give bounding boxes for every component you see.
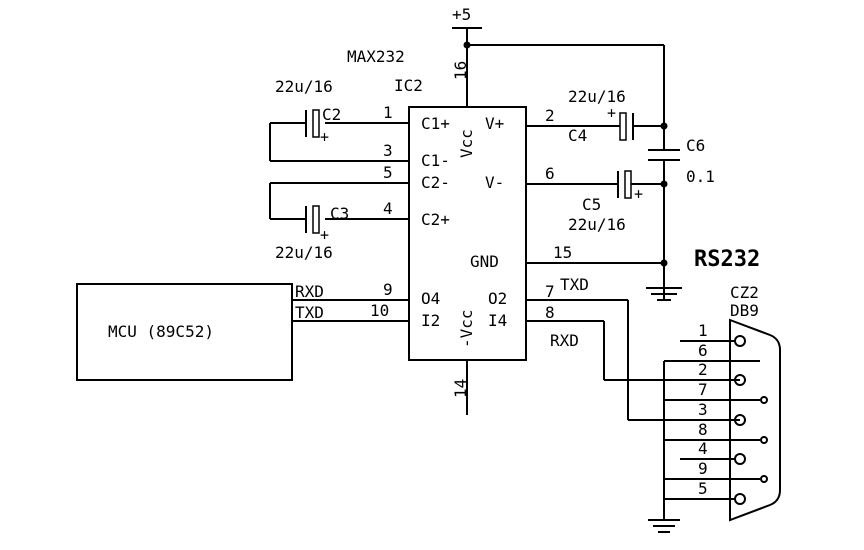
svg-text:3: 3	[698, 400, 708, 419]
pin-7-number: 7	[545, 282, 555, 301]
c4-ref: C4	[568, 126, 587, 145]
capacitor-c3: C3 + 22u/16	[269, 183, 349, 262]
supply-label: +5	[452, 5, 471, 24]
db9-pin-7: 7	[664, 380, 768, 404]
pin-name-vminus: V-	[485, 173, 504, 192]
pin-name-c2minus: C2-	[421, 173, 450, 192]
serial-routing: TXD RXD	[550, 275, 740, 421]
pin-16-number: 16	[451, 61, 470, 80]
pin-2-number: 2	[545, 106, 555, 125]
svg-text:9: 9	[698, 459, 708, 478]
db9-pin-4: 4	[680, 439, 746, 465]
ground-symbol-ic	[646, 259, 682, 301]
capacitor-c4: + 22u/16 C4	[568, 87, 668, 145]
pin-name-gnd: GND	[470, 252, 499, 271]
connector-type: DB9	[730, 301, 759, 320]
c6-value: 0.1	[686, 167, 715, 186]
max232-ic: MAX232 IC2 16 Vcc -Vcc 14 C1+ C1- C2- C2…	[347, 47, 527, 415]
svg-text:6: 6	[698, 341, 708, 360]
c5-plus: +	[634, 185, 643, 203]
c2-ref: C2	[322, 105, 341, 124]
right-pin-wires: 2 6 15 7 8	[526, 106, 664, 322]
txd-signal-label: TXD	[560, 275, 589, 294]
rs232-title: RS232	[694, 247, 760, 272]
c4-value: 22u/16	[568, 87, 626, 106]
gnd-pin-name: -Vcc	[457, 309, 476, 348]
vcc-pin-name: Vcc	[457, 129, 476, 158]
c6-ref: C6	[686, 136, 705, 155]
pin-name-c1minus: C1-	[421, 151, 450, 170]
svg-text:1: 1	[698, 321, 708, 340]
c5-value: 22u/16	[568, 215, 626, 234]
c3-plus: +	[320, 226, 329, 244]
mcu-block: MCU (89C52) RXD TXD	[76, 282, 324, 381]
mcu-txd-label: TXD	[295, 303, 324, 322]
pin-name-vplus: V+	[485, 114, 504, 133]
db9-pin-5: 5	[664, 479, 746, 505]
pin-10-number: 10	[370, 301, 389, 320]
db9-pin-1: 1	[680, 321, 746, 347]
mcu-rxd-label: RXD	[295, 282, 324, 301]
pin-name-o2: O2	[488, 289, 507, 308]
db9-pin-6: 6	[664, 341, 760, 362]
c5-ref: C5	[582, 195, 601, 214]
capacitor-c6: C6 0.1	[648, 136, 715, 300]
pin-14-number: 14	[451, 379, 470, 398]
pin-6-number: 6	[545, 164, 555, 183]
c2-value: 22u/16	[275, 77, 333, 96]
pin-name-i4: I4	[488, 311, 507, 330]
c4-plus: +	[607, 104, 616, 122]
db9-pin-9: 9	[664, 459, 768, 483]
pin-3-number: 3	[383, 141, 393, 160]
rxd-signal-label: RXD	[550, 331, 579, 350]
c3-value: 22u/16	[275, 243, 333, 262]
pin-name-i2: I2	[421, 311, 440, 330]
pin-5-number: 5	[383, 163, 393, 182]
svg-text:2: 2	[698, 360, 708, 379]
pin-9-number: 9	[383, 280, 393, 299]
supply-5v: +5	[452, 5, 665, 150]
mcu-label: MCU (89C52)	[108, 322, 214, 341]
pin-name-o4: O4	[421, 289, 440, 308]
pin-4-number: 4	[383, 199, 393, 218]
svg-text:5: 5	[698, 479, 708, 498]
c2-plus: +	[320, 128, 329, 146]
pin-8-number: 8	[545, 303, 555, 322]
pin-name-c1plus: C1+	[421, 114, 450, 133]
svg-text:4: 4	[698, 439, 708, 458]
pin-15-number: 15	[553, 243, 572, 262]
mcu-box	[76, 283, 293, 381]
c3-ref: C3	[330, 204, 349, 223]
db9-shell	[729, 318, 781, 522]
capacitor-c2: C2 + 22u/16	[269, 77, 341, 161]
pin-1-number: 1	[383, 103, 393, 122]
db9-pin-8: 8	[664, 420, 768, 444]
pin-name-c2plus: C2+	[421, 210, 450, 229]
db9-pin-2: 2	[680, 360, 746, 386]
svg-text:8: 8	[698, 420, 708, 439]
svg-text:7: 7	[698, 380, 708, 399]
db9-connector: RS232 CZ2 DB9 1 6 2 7 3	[663, 247, 781, 522]
ic-part-label: MAX232	[347, 47, 405, 66]
ground-symbol-db9	[648, 519, 680, 533]
left-pin-wires: 1 3 5 4 9 10	[270, 103, 409, 322]
capacitor-c5: + C5 22u/16	[568, 170, 668, 234]
ic-ref-label: IC2	[394, 76, 423, 95]
db9-pin-3: 3	[680, 400, 746, 426]
connector-ref: CZ2	[730, 283, 759, 302]
